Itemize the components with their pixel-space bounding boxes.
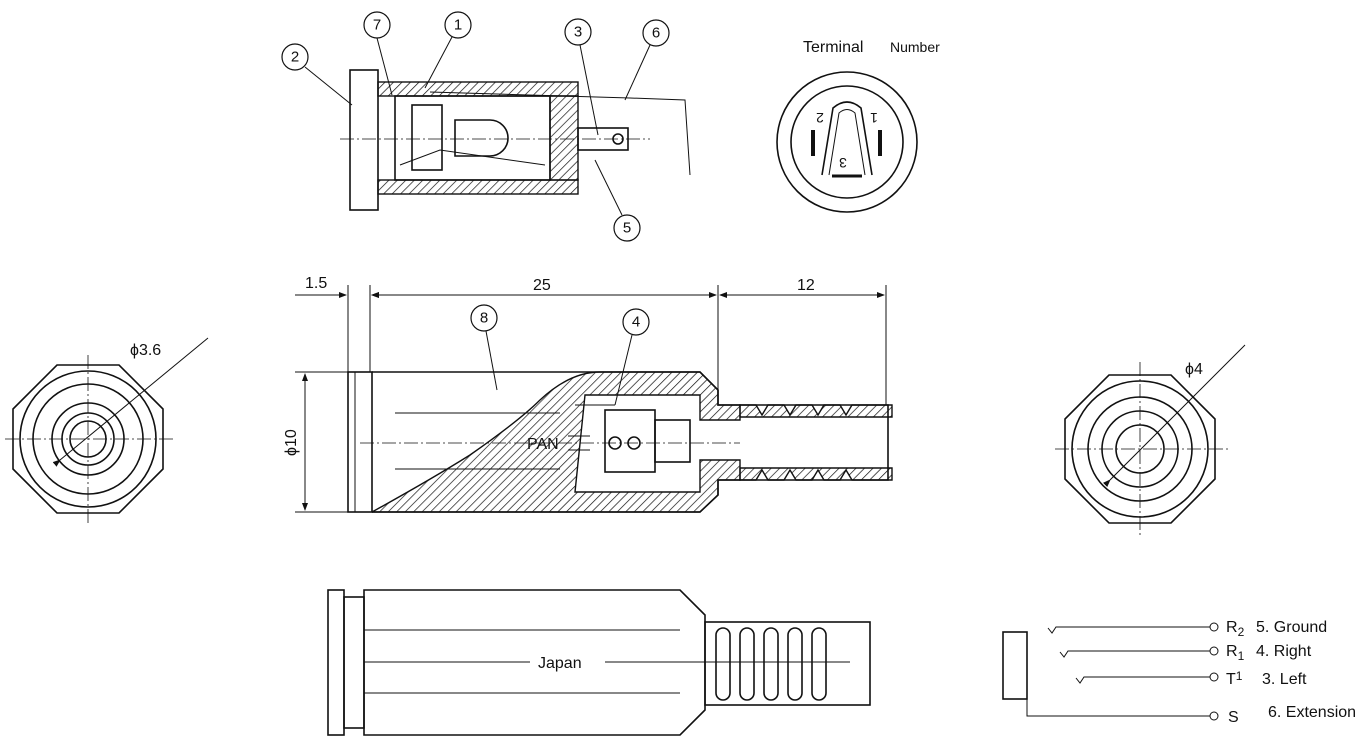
- svg-text:4: 4: [632, 314, 640, 331]
- svg-text:8: 8: [480, 310, 488, 327]
- callout-2: 2: [281, 43, 353, 106]
- right-end-view: ϕ4: [1055, 344, 1246, 535]
- pin-r2: R2 5. Ground: [1226, 619, 1327, 639]
- callout-6: 6: [624, 19, 670, 101]
- svg-text:4. Right: 4. Right: [1256, 643, 1312, 660]
- dim-body-length: 25: [533, 277, 551, 294]
- japan-marking: Japan: [538, 655, 582, 672]
- pan-marking: PAN: [527, 436, 559, 453]
- dim-bore-diameter: ϕ3.6: [130, 342, 161, 359]
- terminal-number-view: Terminal Number 2 1 3: [776, 39, 940, 213]
- bottom-exterior-view: Japan: [327, 589, 871, 736]
- pin-t1: T1 3. Left: [1226, 669, 1307, 688]
- callout-7: 7: [363, 11, 393, 96]
- svg-text:R2: R2: [1226, 619, 1245, 639]
- svg-text:3: 3: [574, 24, 582, 41]
- top-cross-section: [340, 69, 691, 211]
- callout-5: 5: [594, 159, 641, 242]
- side-section-view: PAN: [347, 371, 893, 513]
- dim-flange: 1.5: [305, 275, 327, 292]
- svg-text:6: 6: [652, 25, 660, 42]
- callout-4: 4: [614, 308, 650, 406]
- terminal-2: 2: [816, 110, 824, 126]
- pin-r1: R1 4. Right: [1226, 643, 1312, 663]
- svg-text:T1: T1: [1226, 669, 1243, 688]
- svg-text:5. Ground: 5. Ground: [1256, 619, 1327, 636]
- dimension-lines: 1.5 25 12 ϕ10: [283, 275, 887, 513]
- callout-3: 3: [564, 18, 599, 136]
- svg-text:7: 7: [373, 17, 381, 34]
- terminal-3: 3: [839, 155, 847, 171]
- svg-text:S: S: [1228, 709, 1239, 726]
- dim-boot-diameter: ϕ4: [1185, 361, 1203, 378]
- callout-8: 8: [470, 304, 498, 391]
- schematic: R2 5. Ground R1 4. Right T1 3. Left S 6.…: [1002, 619, 1356, 726]
- dim-body-diameter: ϕ10: [283, 429, 300, 456]
- svg-text:2: 2: [291, 49, 299, 66]
- terminal-1: 1: [870, 110, 878, 126]
- svg-text:1: 1: [454, 17, 462, 34]
- svg-text:6. Extension: 6. Extension: [1268, 704, 1356, 721]
- callout-1: 1: [424, 11, 472, 89]
- terminal-title-sub: Number: [890, 39, 940, 55]
- terminal-title: Terminal: [803, 39, 863, 56]
- dim-boot-length: 12: [797, 277, 815, 294]
- left-end-view: ϕ3.6: [5, 337, 209, 525]
- svg-text:5: 5: [623, 220, 631, 237]
- pin-s: S 6. Extension: [1228, 704, 1356, 726]
- svg-text:R1: R1: [1226, 643, 1245, 663]
- svg-text:3. Left: 3. Left: [1262, 671, 1307, 688]
